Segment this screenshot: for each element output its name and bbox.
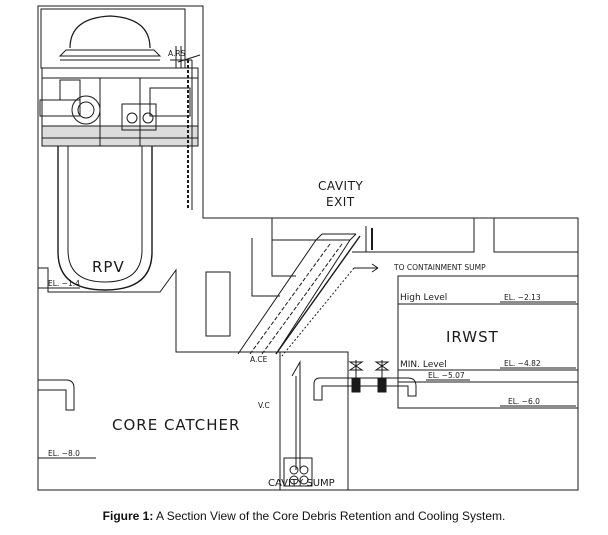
building-outline	[37, 5, 579, 491]
label-high-level: High Level	[400, 293, 447, 303]
label-el-80: EL. −8.0	[48, 449, 80, 458]
caption-prefix: Figure 1:	[102, 509, 154, 523]
figure-caption: Figure 1: A Section View of the Core Deb…	[0, 509, 608, 523]
label-exit: EXIT	[326, 195, 355, 209]
reactor-head	[40, 8, 199, 79]
label-el-rpv: EL. −1.4	[48, 279, 80, 288]
valve-2	[374, 360, 390, 393]
label-min-level: MIN. Level	[400, 360, 447, 370]
label-cavity-sump: CAVITY SUMP	[268, 478, 335, 489]
label-ace: A.CE	[250, 355, 268, 364]
arrow-to-sump	[281, 263, 379, 357]
rpv-vessel	[57, 146, 153, 291]
caption-text: A Section View of the Core Debris Retent…	[153, 509, 506, 523]
label-el-high: EL. −2.13	[504, 293, 541, 302]
ars-support	[177, 54, 201, 210]
label-to-sump: TO CONTAINMENT SUMP	[393, 263, 486, 272]
nozzle-band	[39, 77, 199, 147]
label-rpv: RPV	[92, 258, 125, 276]
label-el-507: EL. −5.07	[428, 371, 465, 380]
cavity-wall	[38, 267, 280, 353]
vertical-chute	[279, 351, 349, 490]
elevation-markers	[38, 287, 576, 459]
label-vc: V.C	[258, 401, 270, 410]
irwst-tank	[397, 275, 579, 409]
cavity-walls	[205, 218, 578, 337]
cavity-sump	[283, 457, 313, 487]
valve-1	[348, 360, 364, 393]
debris-chute	[237, 233, 361, 355]
label-el-60: EL. −6.0	[508, 397, 540, 406]
label-cavity: CAVITY	[318, 179, 363, 193]
label-ars: A.RS	[168, 49, 186, 58]
left-pipe	[38, 379, 75, 411]
label-core-catcher: CORE CATCHER	[112, 416, 240, 434]
label-el-min: EL. −4.82	[504, 359, 541, 368]
injection-pipe	[313, 360, 417, 401]
label-irwst: IRWST	[446, 328, 499, 346]
